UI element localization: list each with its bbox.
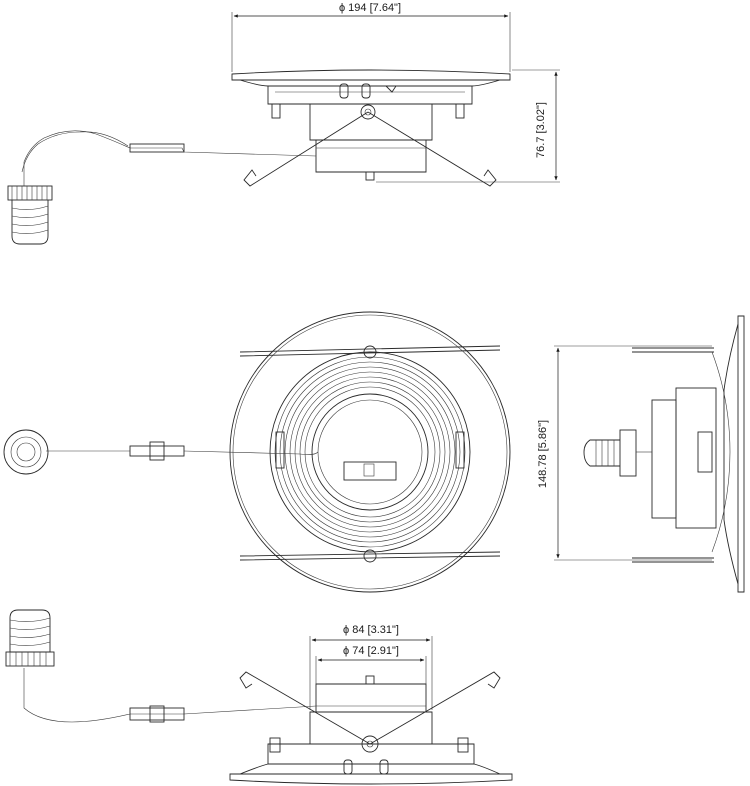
outer-diameter-label: ϕ 84 [3.31"] [343,624,399,636]
top-elevation-view [7,12,560,245]
height-label: 76.7 [3.02"] [535,102,547,158]
bottom-elevation-view [5,609,513,785]
side-height-label: 148.78 [5.86"] [537,420,549,488]
inner-diameter-label: ϕ 74 [2.91"] [343,645,399,657]
plan-view [3,311,511,593]
side-elevation-view [554,315,745,593]
top-diameter-label: ϕ 194 [7.64"] [339,2,401,14]
